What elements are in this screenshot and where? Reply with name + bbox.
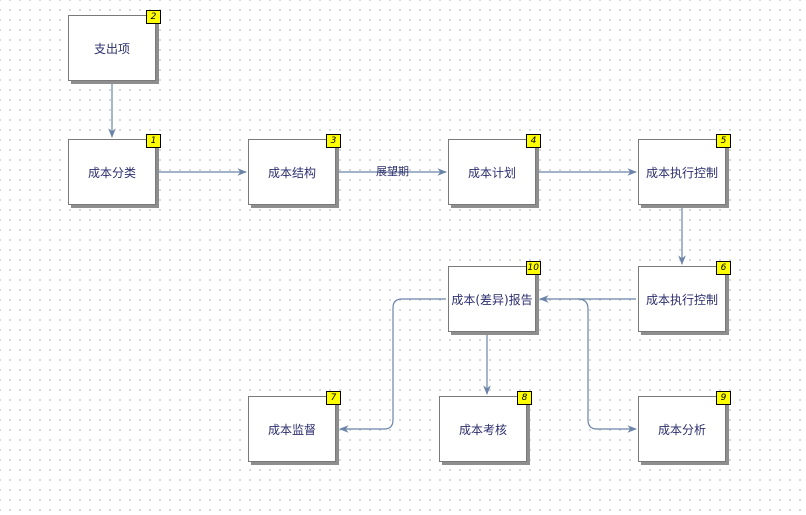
node-number-badge: 9 [716,391,731,405]
node-label: 成本分类 [87,165,136,180]
node-cost-plan[interactable]: 成本计划 4 [448,134,541,205]
edge-n10-n7[interactable] [339,298,446,433]
node-label: 成本计划 [467,165,516,180]
node-label: 成本分析 [657,422,706,437]
node-cost-assessment[interactable]: 成本考核 8 [439,391,532,462]
node-cost-execution-control-6[interactable]: 成本执行控制 6 [638,261,731,332]
node-cost-analysis[interactable]: 成本分析 9 [638,391,731,462]
node-cost-classification[interactable]: 成本分类 1 [68,134,161,205]
node-label: 成本执行控制 [645,165,718,180]
node-number-badge: 2 [146,10,161,24]
edge-n10-n9[interactable] [577,298,637,433]
node-label: 支出项 [93,41,130,56]
node-label: 成本结构 [267,165,316,180]
node-number-badge: 4 [526,134,541,148]
node-number-badge: 10 [525,261,541,275]
node-number-badge: 7 [326,391,341,405]
node-label: 成本考核 [458,422,507,437]
node-label: 成本监督 [267,422,316,437]
node-number-badge: 6 [716,261,731,275]
node-cost-execution-control-5[interactable]: 成本执行控制 5 [638,134,731,205]
node-cost-variance-report[interactable]: 成本(差异)报告 10 [448,261,541,332]
node-label: 成本执行控制 [645,292,718,307]
node-number-badge: 3 [326,134,341,148]
node-label: 成本(差异)报告 [451,292,533,307]
edge-label-outlook-period: 展望期 [376,165,409,178]
node-number-badge: 5 [716,134,731,148]
node-number-badge: 1 [146,134,161,148]
node-expense-items[interactable]: 支出项 2 [68,10,161,81]
node-cost-structure[interactable]: 成本结构 3 [248,134,341,205]
node-number-badge: 8 [517,391,532,405]
node-cost-supervision[interactable]: 成本监督 7 [248,391,341,462]
